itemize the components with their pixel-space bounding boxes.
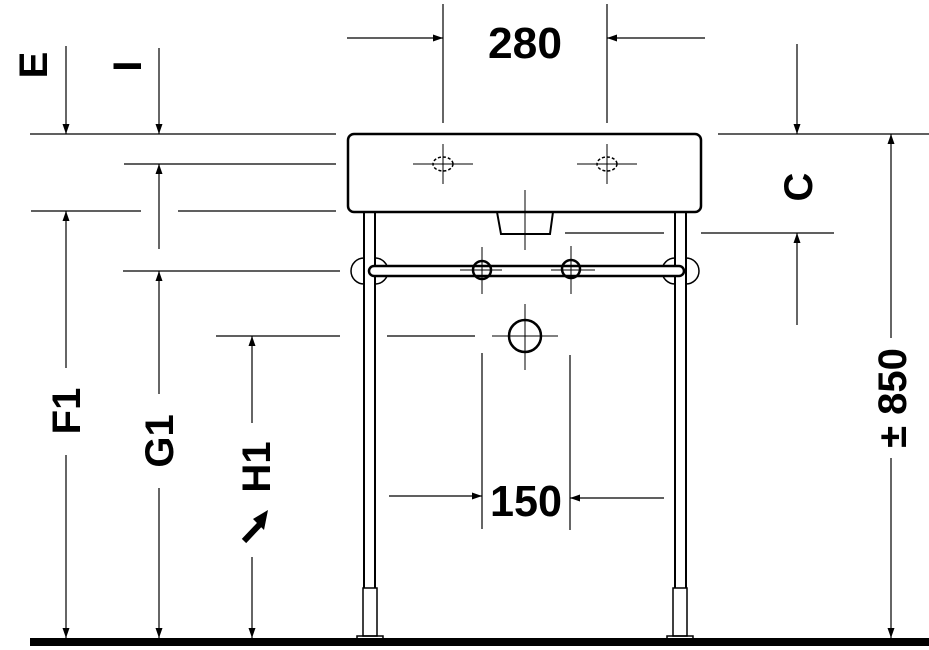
tap-hole-left [413, 144, 473, 184]
basin [346, 132, 703, 250]
dim-850-label: ± 850 [871, 348, 915, 448]
label-F1: F1 [45, 388, 89, 435]
tap-hole-right [577, 144, 637, 184]
label-G1: G1 [138, 414, 182, 467]
floor-line [30, 638, 929, 646]
dimension-arrows [62, 34, 895, 638]
towel-rail [367, 264, 686, 278]
wall-connection-siphon [492, 304, 558, 370]
label-E: E [12, 52, 56, 79]
rail-fitting-right [551, 246, 595, 294]
label-I: I [106, 60, 150, 71]
dim-280-label: 280 [488, 19, 562, 68]
dim-150-label: 150 [490, 477, 562, 526]
label-H1: H1 [235, 441, 279, 492]
direction-arrow-icon [241, 510, 268, 544]
rail-fitting-left [460, 247, 502, 294]
label-C: C [777, 173, 821, 202]
